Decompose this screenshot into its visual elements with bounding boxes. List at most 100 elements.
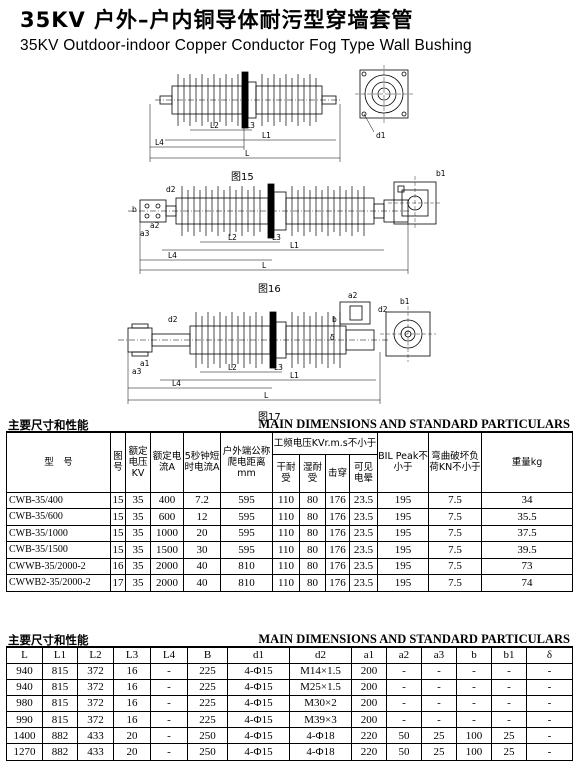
col-puncture: 击穿 bbox=[325, 453, 350, 493]
table-cell: 74 bbox=[481, 574, 574, 592]
figure-15-caption: 图15 bbox=[231, 172, 254, 183]
table-cell: 595 bbox=[220, 508, 273, 526]
table-cell: - bbox=[421, 694, 457, 713]
table-cell: 195 bbox=[377, 541, 430, 559]
fig17-label-a1: a1 bbox=[140, 359, 150, 368]
col-bil: BIL Peak不小于 bbox=[377, 431, 430, 493]
column-header: b bbox=[456, 646, 492, 664]
table-cell: 35 bbox=[125, 524, 151, 542]
table-cell: 7.5 bbox=[428, 524, 483, 542]
fig16-label-l1: L1 bbox=[290, 241, 299, 250]
table-cell: 2000 bbox=[150, 557, 184, 575]
table-cell: - bbox=[421, 662, 457, 680]
table-cell: 37.5 bbox=[481, 524, 574, 542]
column-header: d1 bbox=[227, 646, 290, 664]
table-cell: 250 bbox=[187, 743, 228, 761]
table-cell: 4-Φ15 bbox=[227, 678, 290, 696]
table-cell: 17 bbox=[110, 574, 126, 592]
table-cell: - bbox=[150, 743, 188, 761]
table-cell: 195 bbox=[377, 491, 430, 509]
table-cell: 4-Φ18 bbox=[289, 743, 352, 761]
table-cell: 195 bbox=[377, 524, 430, 542]
col-fig: 图号 bbox=[110, 431, 126, 493]
col-dry: 干耐受 bbox=[272, 453, 300, 493]
col-short-time-current: 5秒钟短时电流A bbox=[183, 431, 221, 493]
table-cell: 225 bbox=[187, 662, 228, 680]
table-cell: 2000 bbox=[150, 574, 184, 592]
table-cell: 80 bbox=[299, 574, 326, 592]
fig17-label-l3: L3 bbox=[274, 363, 283, 372]
particulars-table: 型 号 图号 额定电压KV 额定电流A 5秒钟短时电流A 户外端公称爬电距离mm… bbox=[6, 431, 574, 592]
table-cell: 25 bbox=[491, 727, 527, 745]
table-cell: - bbox=[386, 694, 422, 713]
table-cell: 15 bbox=[110, 508, 126, 526]
section-1-title-en: MAIN DIMENSIONS AND STANDARD PARTICULARS bbox=[258, 417, 570, 431]
table-cell: 176 bbox=[325, 574, 350, 592]
table-cell: 4-Φ18 bbox=[289, 727, 352, 745]
table-cell: 50 bbox=[386, 727, 422, 745]
table-cell: 100 bbox=[456, 743, 492, 761]
table-cell: 940 bbox=[6, 678, 43, 696]
table-cell: 990 bbox=[6, 711, 43, 729]
table-cell: 25 bbox=[421, 727, 457, 745]
table-cell: - bbox=[526, 711, 573, 729]
table-cell: 73 bbox=[481, 557, 574, 575]
table-cell: 810 bbox=[220, 574, 273, 592]
table-cell: - bbox=[491, 694, 527, 713]
fig17-label-l: L bbox=[264, 391, 269, 400]
table-cell: 80 bbox=[299, 508, 326, 526]
table-cell: 433 bbox=[77, 743, 114, 761]
fig16-label-d2: d2 bbox=[166, 185, 176, 194]
fig16-label-b: b bbox=[132, 205, 137, 214]
table-cell: 25 bbox=[421, 743, 457, 761]
table-cell: 7.5 bbox=[428, 508, 483, 526]
section-2-title-en: MAIN DIMENSIONS AND STANDARD PARTICULARS bbox=[258, 632, 570, 646]
table-cell: 15 bbox=[110, 491, 126, 509]
table-cell: 4-Φ15 bbox=[227, 662, 290, 680]
section-1-title-cn: 主要尺寸和性能 bbox=[8, 418, 89, 432]
page-subtitle: 35KV Outdoor-indoor Copper Conductor Fog… bbox=[20, 37, 472, 54]
table-cell: CWB-35/400 bbox=[6, 491, 111, 509]
table-cell: 40 bbox=[183, 574, 221, 592]
table-cell: - bbox=[526, 743, 573, 761]
column-header: B bbox=[187, 646, 228, 664]
column-header: L3 bbox=[113, 646, 151, 664]
fig16-label-a2: a2 bbox=[150, 221, 160, 230]
fig17-label-d2: d2 bbox=[168, 315, 178, 324]
table-cell: 7.5 bbox=[428, 541, 483, 559]
col-bending-load: 弯曲破坏负荷KN不小于 bbox=[428, 431, 483, 493]
table-cell: 1270 bbox=[6, 743, 43, 761]
table-cell: 882 bbox=[42, 727, 78, 745]
col-visible-corona: 可见电晕 bbox=[348, 453, 379, 493]
table-cell: 176 bbox=[325, 541, 350, 559]
table-cell: CWB-35/1500 bbox=[6, 541, 111, 559]
table-cell: 220 bbox=[351, 743, 387, 761]
fig15-label-d1: d1 bbox=[376, 131, 386, 140]
table-cell: - bbox=[421, 711, 457, 729]
table-cell: CWB-35/600 bbox=[6, 508, 111, 526]
table-cell: 225 bbox=[187, 678, 228, 696]
fig17-label-b1: b1 bbox=[400, 297, 410, 306]
table-cell: 400 bbox=[150, 491, 184, 509]
col-creepage: 户外端公称爬电距离mm bbox=[220, 431, 273, 493]
table-cell: 80 bbox=[299, 541, 326, 559]
table-cell: 7.2 bbox=[183, 491, 221, 509]
table-cell: - bbox=[150, 727, 188, 745]
column-header: d2 bbox=[289, 646, 352, 664]
table-cell: 50 bbox=[386, 743, 422, 761]
fig16-label-a3: a3 bbox=[140, 229, 150, 238]
table-cell: 110 bbox=[272, 524, 300, 542]
table-cell: 200 bbox=[351, 662, 387, 680]
table-cell: 80 bbox=[299, 491, 326, 509]
fig16-label-l3: L3 bbox=[272, 233, 281, 242]
table-cell: 20 bbox=[183, 524, 221, 542]
col-wet: 湿耐受 bbox=[299, 453, 326, 493]
figure-15-drawing: L2 L3 L1 L4 L d1 bbox=[149, 65, 413, 162]
